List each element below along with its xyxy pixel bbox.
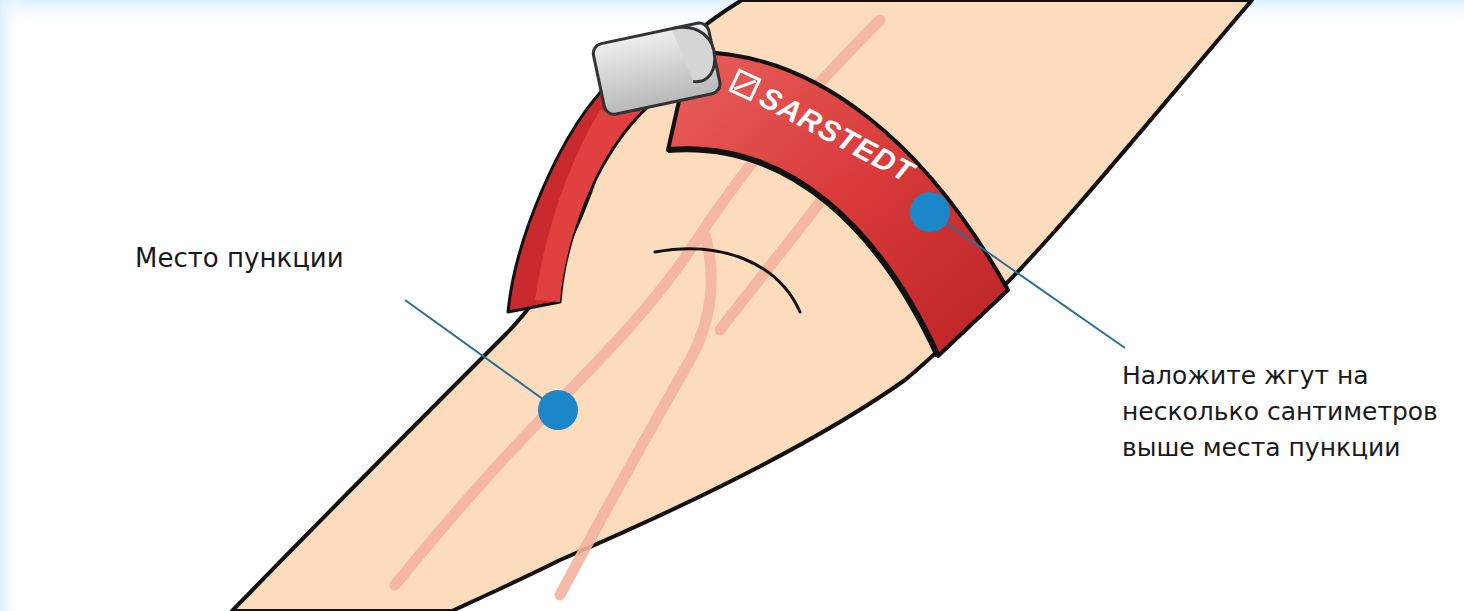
tourniquet-marker <box>910 192 950 232</box>
vein <box>560 235 711 595</box>
arm <box>232 0 1252 611</box>
leader-line <box>405 300 558 410</box>
buckle <box>591 21 722 116</box>
puncture-marker <box>538 390 578 430</box>
logo-slash <box>734 74 755 95</box>
background-fade <box>0 0 22 611</box>
brand-logo <box>730 70 759 99</box>
callout-label: Место пункции <box>135 240 455 276</box>
logo-square <box>730 70 759 99</box>
elbow-crease <box>655 249 800 312</box>
leader-line <box>930 212 1125 348</box>
strap-loop-highlight <box>535 110 640 302</box>
buckle-clip <box>672 21 720 85</box>
tourniquet-band <box>668 52 1008 356</box>
callout-label: Наложите жгут на несколько сантиметров в… <box>1122 358 1460 466</box>
buckle-body <box>591 21 721 116</box>
strap-loop <box>508 80 650 312</box>
